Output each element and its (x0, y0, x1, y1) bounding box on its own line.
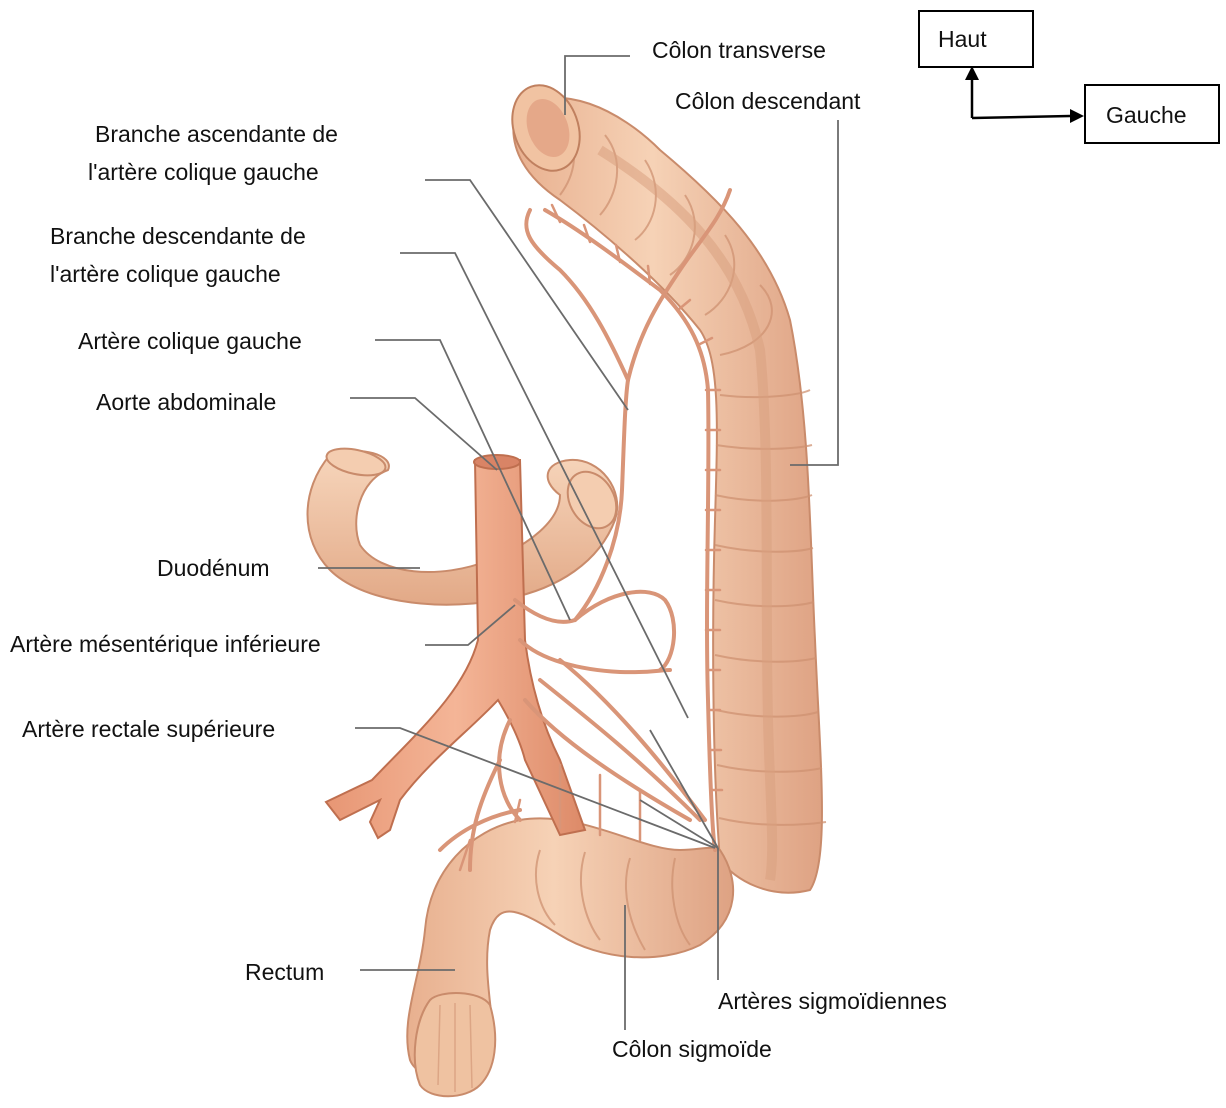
arrow-up-icon (965, 66, 979, 80)
label-colon-descendant: Côlon descendant (675, 85, 860, 117)
orientation-left-label: Gauche (1106, 102, 1187, 128)
arrow-right-icon (1070, 109, 1084, 123)
label-branche-descendante-line2: l'artère colique gauche (50, 258, 281, 290)
duodenum (308, 444, 627, 605)
label-duodenum: Duodénum (157, 552, 270, 584)
label-branche-descendante-line1: Branche descendante de (50, 220, 306, 252)
label-aorte-abdominale: Aorte abdominale (96, 386, 276, 418)
label-artere-mesenterique-inferieure: Artère mésentérique inférieure (10, 628, 321, 660)
label-arteres-sigmoidiennes: Artères sigmoïdiennes (718, 985, 947, 1017)
orientation-box-left: Gauche (1084, 84, 1220, 144)
aorte-abdominale (326, 455, 585, 838)
label-artere-colique-gauche: Artère colique gauche (78, 325, 302, 357)
rectum (415, 993, 495, 1096)
orientation-box-up: Haut (918, 10, 1034, 68)
label-branche-ascendante-line2: l'artère colique gauche (88, 156, 319, 188)
orientation-up-label: Haut (938, 26, 987, 52)
label-colon-transverse: Côlon transverse (652, 34, 826, 66)
label-rectum: Rectum (245, 956, 324, 988)
label-colon-sigmoide: Côlon sigmoïde (612, 1033, 772, 1065)
label-artere-rectale-superieure: Artère rectale supérieure (22, 713, 275, 745)
orientation-arrows (972, 78, 1070, 118)
label-branche-ascendante-line1: Branche ascendante de (95, 118, 338, 150)
